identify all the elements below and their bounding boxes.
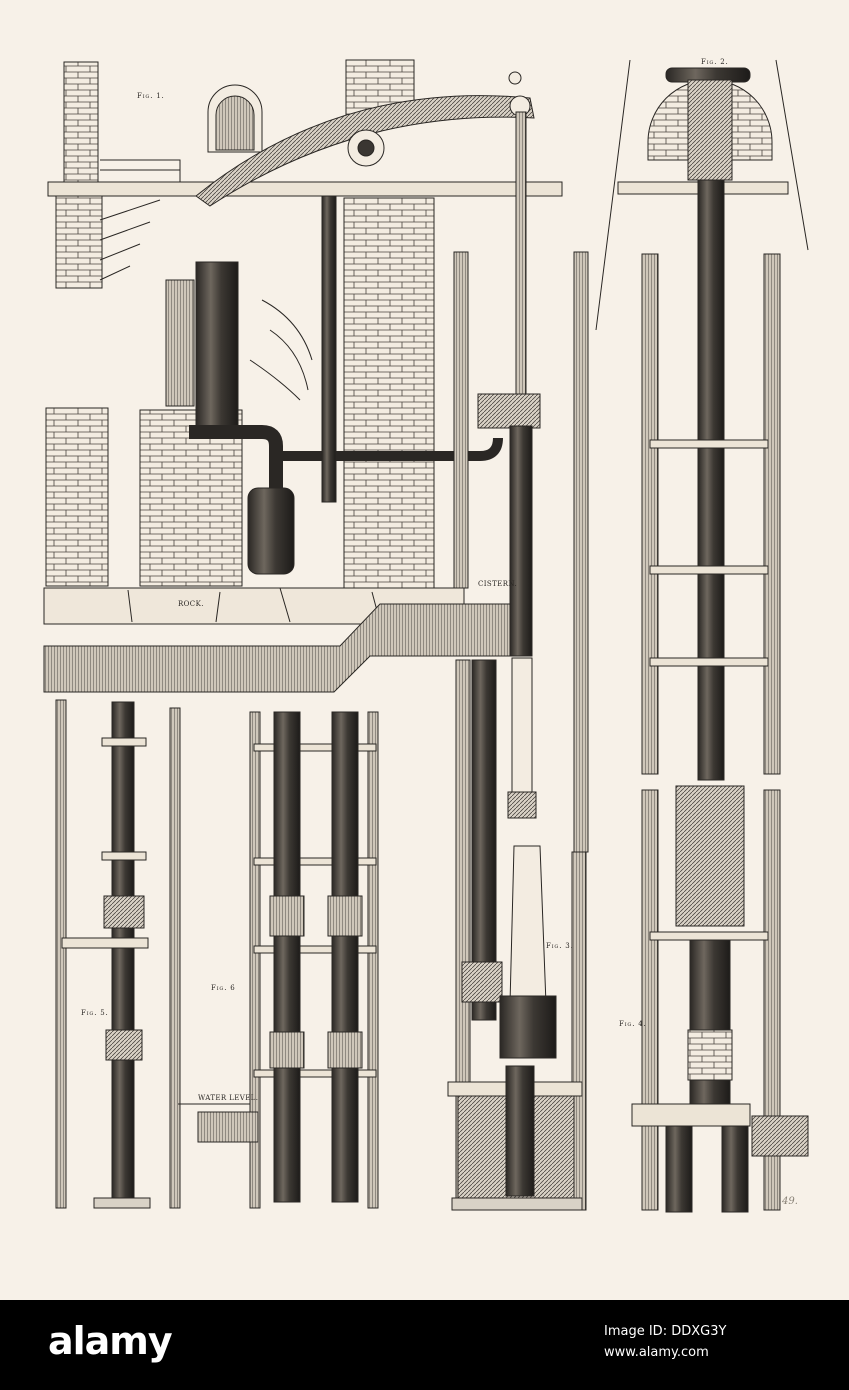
fig3-pump-section: [447, 657, 587, 1211]
fig2-fig4-shaft: [595, 59, 809, 1213]
fig1-engine-house: [43, 59, 589, 853]
water-level-label: WATER LEVEL.: [198, 1094, 259, 1102]
engine-drawing: [43, 59, 809, 1213]
site-url-text: www.alamy.com: [604, 1345, 709, 1360]
fig5-label: Fig. 5.: [81, 1009, 109, 1017]
image-id-text: Image ID: DDXG3Y: [604, 1324, 727, 1339]
fig6-double-pumps: [178, 711, 379, 1209]
fig3-label: Fig. 3.: [546, 942, 574, 950]
fig6-label: Fig. 6: [211, 984, 236, 992]
fig4-label: Fig. 4.: [619, 1020, 647, 1028]
watermark-bar: [0, 1300, 849, 1390]
alamy-logo: alamy: [48, 1319, 173, 1363]
fig1-label: Fig. 1.: [137, 92, 165, 100]
engraving-plate: Fig. 1. Fig. 2. Fig. 3. Fig. 4. Fig. 5. …: [43, 58, 809, 1213]
fig5-pump-column: [55, 699, 181, 1209]
cistern-label: CISTERN.: [478, 580, 518, 588]
pencil-note: 49.: [782, 1196, 798, 1207]
rock-label: ROCK.: [178, 600, 204, 608]
fig2-label: Fig. 2.: [701, 58, 729, 66]
